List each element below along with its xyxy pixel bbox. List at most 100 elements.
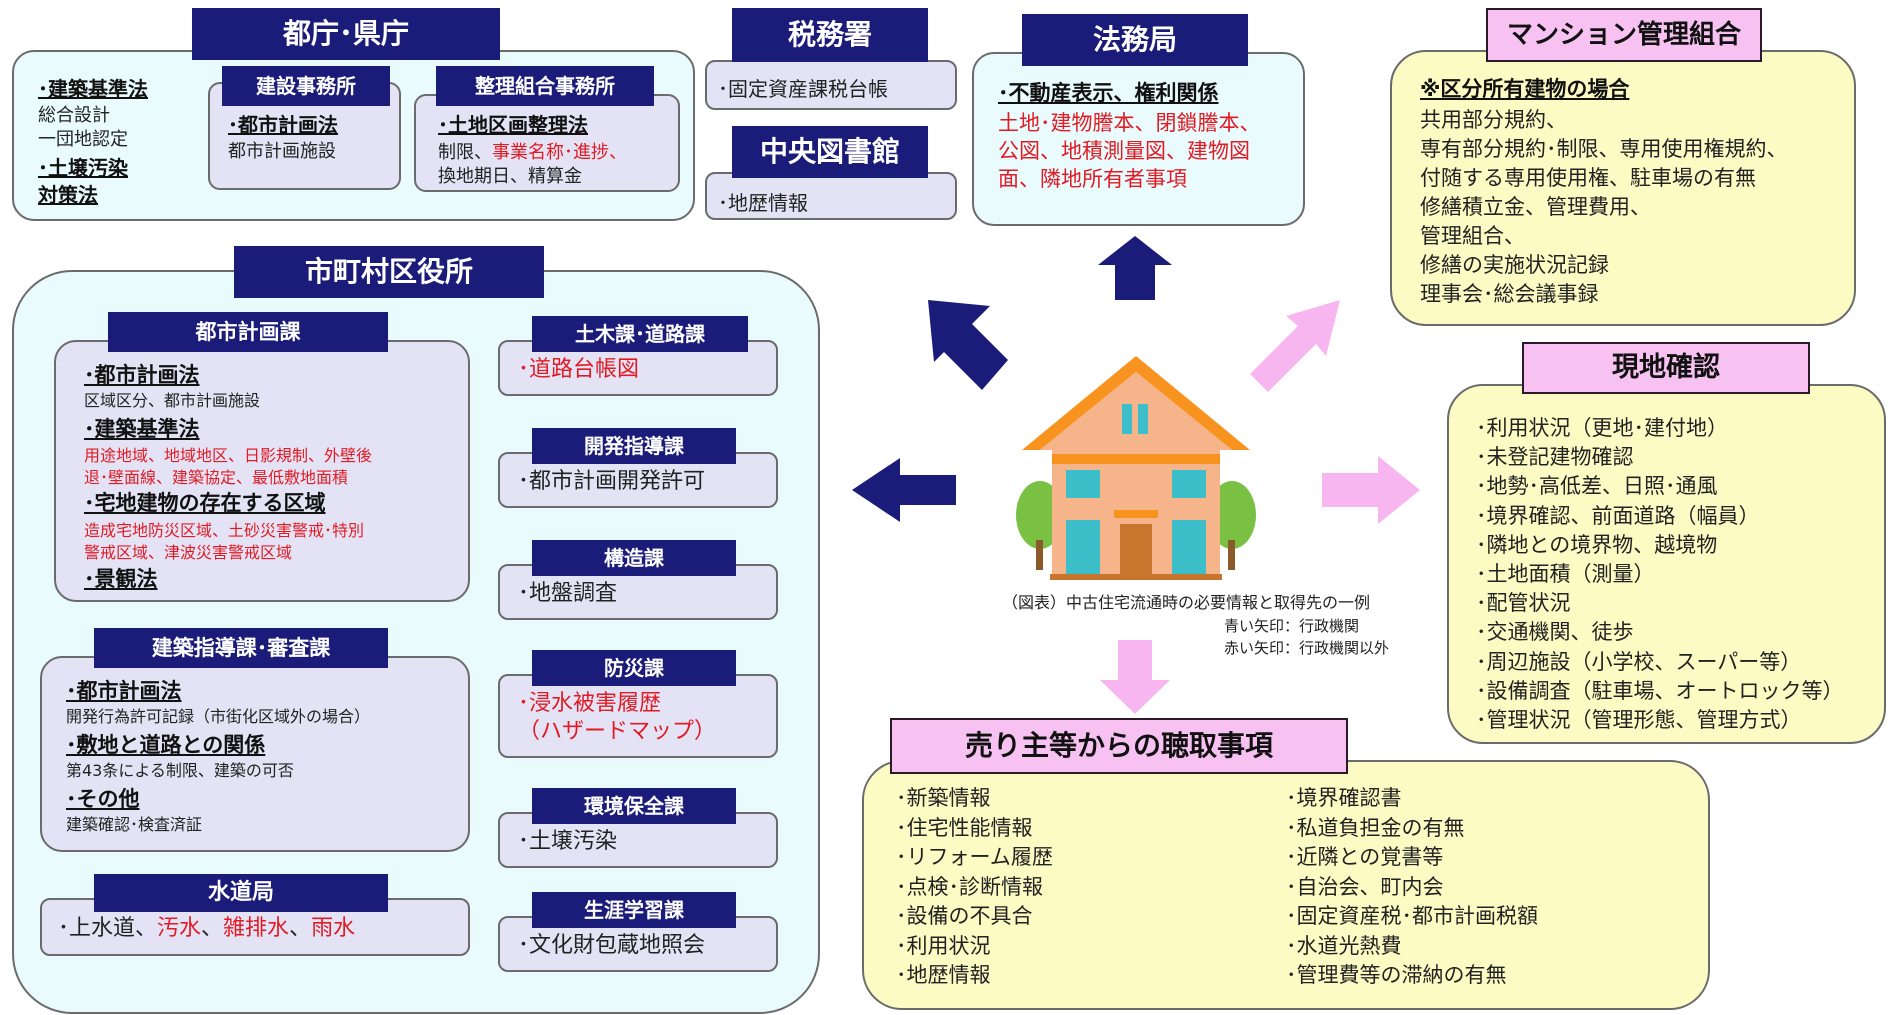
prefecture-building-standards-law: ･建築基準法 — [38, 77, 148, 101]
planning-law4: ･景観法 — [84, 567, 158, 591]
mansion-assoc-items: 共用部分規約、 専有部分規約･制限、専用使用権規約、 付随する専用使用権、駐車場… — [1420, 106, 1788, 309]
guidance-law1: ･都市計画法 — [66, 679, 182, 703]
hearing-right-items: ･境界確認書 ･私道負担金の有無 ･近隣との覚書等 ･自治会、町内会 ･固定資産… — [1286, 784, 1538, 991]
mansion-item: 共用部分規約、 — [1420, 108, 1567, 132]
dev-guidance-header: 開発指導課 — [532, 428, 736, 464]
site-check-items: ･利用状況（更地･建付地） ･未登記建物確認 ･地勢･高低差、日照･通風 ･境界… — [1476, 414, 1844, 735]
readjustment-line1: 制限、事業名称･進捗、 — [438, 142, 627, 163]
guidance-law3: ･その他 — [66, 787, 140, 811]
dev-guidance-item: ･都市計画開発許可 — [518, 469, 706, 494]
mansion-assoc-condition: ※区分所有建物の場合 — [1420, 77, 1630, 101]
construction-city-planning-law: ･都市計画法 — [228, 113, 338, 137]
site-check-item: ･隣地との境界物、越境物 — [1476, 532, 1718, 557]
hearing-item: ･新築情報 — [896, 786, 991, 810]
environment-header: 環境保全課 — [532, 788, 736, 824]
legal-affairs-panel — [972, 52, 1305, 226]
legend-red-arrow: 赤い矢印：行政機関以外 — [1224, 639, 1390, 657]
guidance-item2: 第43条による制限、建築の可否 — [66, 761, 294, 780]
planning-red2: 退･壁面線、建築協定、最低敷地面積 — [84, 468, 349, 487]
planning-law1: ･都市計画法 — [84, 363, 200, 387]
prefecture-soil-law-cont: 対策法 — [38, 183, 98, 207]
hearing-item: ･点検･診断情報 — [896, 874, 1043, 899]
hearing-item: ･近隣との覚書等 — [1286, 845, 1444, 869]
mansion-item: 修繕積立金、管理費用、 — [1420, 195, 1651, 219]
tax-office-header: 税務署 — [732, 8, 928, 62]
readjustment-office-box — [414, 94, 680, 192]
prefecture-header: 都庁･県庁 — [192, 8, 500, 60]
arrow-up-right-pink-icon — [1250, 300, 1340, 392]
disaster-header: 防災課 — [532, 650, 736, 686]
site-check-item: ･土地面積（測量） — [1476, 562, 1655, 587]
waterworks-header: 水道局 — [94, 874, 388, 912]
planning-box — [54, 340, 470, 602]
planning-red3: 造成宅地防災区域、土砂災害警戒･特別 — [84, 521, 365, 540]
legal-affairs-line2: 公図、地積測量図、建物図 — [998, 139, 1250, 163]
building-guidance-header: 建築指導課･審査課 — [94, 628, 388, 668]
disaster-item1: ･浸水被害履歴 — [518, 691, 662, 716]
mansion-assoc-header: マンション管理組合 — [1486, 8, 1762, 62]
legal-affairs-line3: 面、隣地所有者事項 — [998, 167, 1187, 191]
mansion-item: 修繕の実施状況記録 — [1420, 253, 1609, 277]
civil-header: 土木課･道路課 — [532, 316, 748, 352]
readjustment-law: ･土地区画整理法 — [438, 113, 588, 137]
arrow-down-pink-icon — [1100, 640, 1170, 714]
site-check-item: ･利用状況（更地･建付地） — [1476, 416, 1728, 440]
readjustment-line2: 換地期日、精算金 — [438, 166, 582, 187]
site-check-item: ･交通機関、徒歩 — [1476, 620, 1634, 645]
hearing-panel — [862, 760, 1710, 1010]
hearing-left-items: ･新築情報 ･住宅性能情報 ･リフォーム履歴 ･点検･診断情報 ･設備の不具合 … — [896, 784, 1053, 991]
hearing-item: ･水道光熱費 — [1286, 933, 1402, 958]
structure-item: ･地盤調査 — [518, 581, 618, 606]
prefecture-soil-law: ･土壌汚染 — [38, 156, 128, 180]
planning-law2: ･建築基準法 — [84, 417, 200, 441]
legend-blue-arrow: 青い矢印：行政機関 — [1224, 617, 1360, 635]
site-check-item: ･周辺施設（小学校、スーパー等） — [1476, 649, 1802, 674]
legal-affairs-header: 法務局 — [1022, 14, 1248, 66]
planning-header: 都市計画課 — [108, 312, 388, 352]
site-check-item: ･境界確認、前面道路（幅員） — [1476, 503, 1760, 528]
hearing-item: ･境界確認書 — [1286, 786, 1402, 810]
arrow-right-pink-icon — [1322, 456, 1420, 524]
tax-office-item: ･固定資産課税台帳 — [718, 77, 888, 101]
hearing-item: ･住宅性能情報 — [896, 815, 1033, 840]
hearing-item: ･リフォーム履歴 — [896, 845, 1053, 869]
hearing-item: ･固定資産税･都市計画税額 — [1286, 904, 1538, 928]
arrow-left-icon — [852, 458, 956, 522]
mansion-item: 管理組合、 — [1420, 224, 1525, 248]
construction-item: 都市計画施設 — [228, 141, 336, 162]
legal-affairs-law: ･不動産表示、権利関係 — [998, 81, 1219, 105]
mansion-item: 付随する専用使用権、駐車場の有無 — [1420, 166, 1756, 190]
central-library-header: 中央図書館 — [732, 126, 928, 178]
site-check-item: ･設備調査（駐車場、オートロック等） — [1476, 678, 1844, 703]
prefecture-item-block-certification: 一団地認定 — [38, 129, 128, 150]
disaster-item2: （ハザードマップ） — [518, 719, 717, 744]
house-icon — [1016, 356, 1256, 580]
construction-office-header: 建設事務所 — [222, 66, 390, 106]
hearing-header: 売り主等からの聴取事項 — [890, 718, 1348, 774]
planning-red4: 警戒区域、津波災害警戒区域 — [84, 543, 293, 562]
hearing-item: ･自治会、町内会 — [1286, 874, 1444, 899]
lifelong-item: ･文化財包蔵地照会 — [518, 933, 706, 958]
structure-header: 構造課 — [532, 540, 736, 576]
hearing-item: ･設備の不具合 — [896, 904, 1033, 928]
prefecture-item-comprehensive-design: 総合設計 — [38, 105, 110, 126]
planning-red1: 用途地域、地域地区、日影規制、外壁後 — [84, 446, 373, 465]
hearing-item: ･地歴情報 — [896, 963, 991, 987]
civil-item: ･道路台帳図 — [518, 357, 640, 382]
hearing-item: ･利用状況 — [896, 933, 991, 958]
figure-caption: （図表）中古住宅流通時の必要情報と取得先の一例 — [1002, 593, 1371, 612]
site-check-item: ･未登記建物確認 — [1476, 445, 1634, 470]
municipal-header: 市町村区役所 — [234, 246, 544, 298]
planning-item1: 区域区分、都市計画施設 — [84, 391, 261, 410]
waterworks-items: ･上水道、汚水、雑排水、雨水 — [58, 916, 356, 941]
guidance-item3: 建築確認･検査済証 — [66, 815, 203, 834]
site-check-item: ･地勢･高低差、日照･通風 — [1476, 474, 1718, 499]
site-check-header: 現地確認 — [1522, 342, 1810, 394]
disaster-box — [498, 674, 778, 758]
mansion-item: 理事会･総会議事録 — [1420, 282, 1599, 306]
arrow-up-icon — [1098, 236, 1172, 300]
planning-law3: ･宅地建物の存在する区域 — [84, 491, 326, 515]
guidance-law2: ･敷地と道路との関係 — [66, 733, 266, 757]
mansion-item: 専有部分規約･制限、専用使用権規約、 — [1420, 137, 1788, 161]
